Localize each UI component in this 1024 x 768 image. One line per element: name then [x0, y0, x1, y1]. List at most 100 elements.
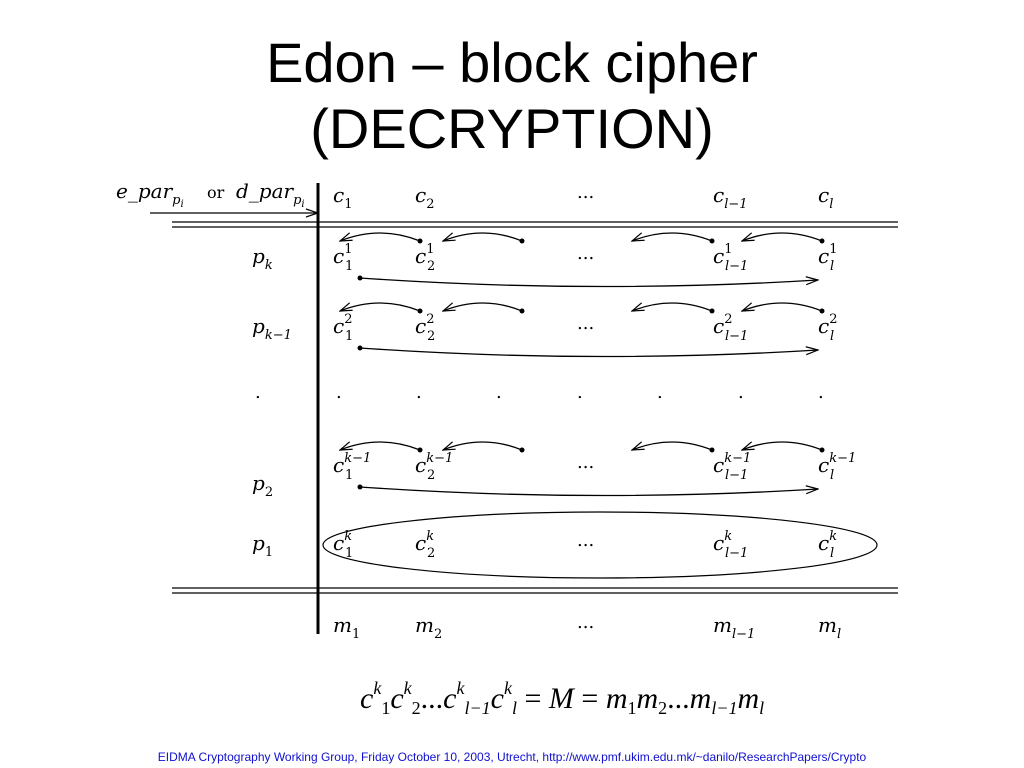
eq-equals2: =	[581, 682, 599, 715]
eq-c2: c	[390, 682, 404, 715]
eq-equals1: =	[524, 682, 542, 715]
eq-s2: 2	[411, 698, 421, 718]
output-col-0: m1	[333, 613, 360, 642]
output-col-2: ml−1	[713, 613, 755, 642]
header-ellipsis: ...	[577, 182, 594, 203]
e-par-subsub: i	[180, 199, 183, 210]
output-col-3: ml	[818, 613, 841, 642]
title-line-1: Edon – block cipher	[266, 31, 758, 94]
dots-row-dot-5: .	[738, 382, 744, 403]
row-label-0: pk	[252, 244, 273, 273]
left-arrow-0-0	[340, 232, 421, 241]
dots-row-dot-3: .	[577, 382, 583, 403]
header-col-3: cl	[818, 183, 833, 212]
left-arrow-0-3	[742, 232, 823, 241]
header-col-1: c2	[415, 183, 434, 212]
row-ellipsis-0: ...	[577, 243, 594, 264]
left-arrow-2-1	[443, 442, 523, 450]
eq-k3: k	[456, 678, 465, 698]
row-ellipsis-2: ...	[577, 452, 594, 473]
long-arrow-1	[359, 348, 818, 358]
svg-text:d_parpi: d_parpi	[236, 179, 305, 210]
slide-title: Edon – block cipher (DECRYPTION)	[0, 30, 1024, 162]
left-arrow-1-2	[632, 302, 713, 311]
eq-c3: c	[443, 682, 457, 715]
header-label: e_parpi or d_parpi	[116, 179, 305, 210]
eq-k1: k	[373, 678, 382, 698]
eq-sl1: l−1	[464, 698, 491, 718]
e-par-label: e_par	[116, 179, 174, 203]
d-par-sub: p	[293, 193, 302, 208]
result-equation: ck1ck2...ckl−1ckl = M = m1m2...ml−1ml	[360, 678, 764, 719]
dots-row-label: .	[255, 382, 261, 403]
left-arrow-0-2	[632, 232, 713, 241]
dots-row-dot-1: .	[416, 382, 422, 403]
row-ellipsis-1: ...	[577, 313, 594, 334]
e-par-sub: p	[172, 193, 181, 208]
final-row-ellipse	[322, 511, 878, 579]
row-label-1: pk−1	[252, 314, 292, 343]
row-label-2: p2	[252, 471, 273, 500]
header-col-2: cl−1	[713, 183, 748, 212]
eq-dots2: ...	[667, 682, 690, 715]
output-col-1: m2	[415, 613, 442, 642]
eq-ms1: 1	[627, 698, 637, 718]
left-arrow-2-0	[340, 441, 421, 450]
eq-ms2: 2	[658, 698, 668, 718]
eq-m2: m	[636, 682, 659, 715]
eq-s1: 1	[381, 698, 391, 718]
dots-row-dot-2: .	[496, 382, 502, 403]
left-arrow-1-1	[443, 303, 523, 311]
eq-m1: m	[605, 682, 628, 715]
eq-sl: l	[511, 698, 517, 718]
eq-m3: m	[689, 682, 712, 715]
eq-k4: k	[503, 678, 512, 698]
footer-text: EIDMA Cryptography Working Group, Friday…	[157, 750, 867, 764]
eq-M: M	[548, 682, 574, 715]
left-arrow-1-0	[340, 302, 421, 311]
eq-k2: k	[403, 678, 412, 698]
title-line-2: (DECRYPTION)	[310, 97, 714, 160]
long-arrow-0	[359, 278, 818, 288]
left-arrow-1-3	[742, 302, 823, 311]
left-arrow-2-2	[632, 441, 713, 450]
row-label-3: p1	[252, 531, 273, 560]
eq-dots1: ...	[420, 682, 444, 715]
eq-c4: c	[490, 682, 504, 715]
long-arrow-2	[359, 487, 818, 497]
svg-text:e_parpi: e_parpi	[116, 179, 184, 210]
output-ellipsis: ...	[577, 612, 594, 633]
eq-msl: l	[759, 698, 765, 718]
header-col-0: c1	[333, 183, 352, 212]
row-ellipsis-3: ...	[577, 530, 594, 551]
dots-row-dot-6: .	[818, 382, 824, 403]
d-par-label: d_par	[236, 179, 295, 203]
left-arrow-0-1	[443, 233, 523, 241]
dots-row-dot-4: .	[657, 382, 663, 403]
left-arrow-2-3	[742, 441, 823, 450]
eq-m4: m	[737, 682, 760, 715]
or-label: or	[207, 183, 225, 202]
eq-c1: c	[360, 682, 374, 715]
d-par-subsub: i	[301, 199, 304, 210]
eq-msl1: l−1	[711, 698, 738, 718]
dots-row-dot-0: .	[336, 382, 342, 403]
